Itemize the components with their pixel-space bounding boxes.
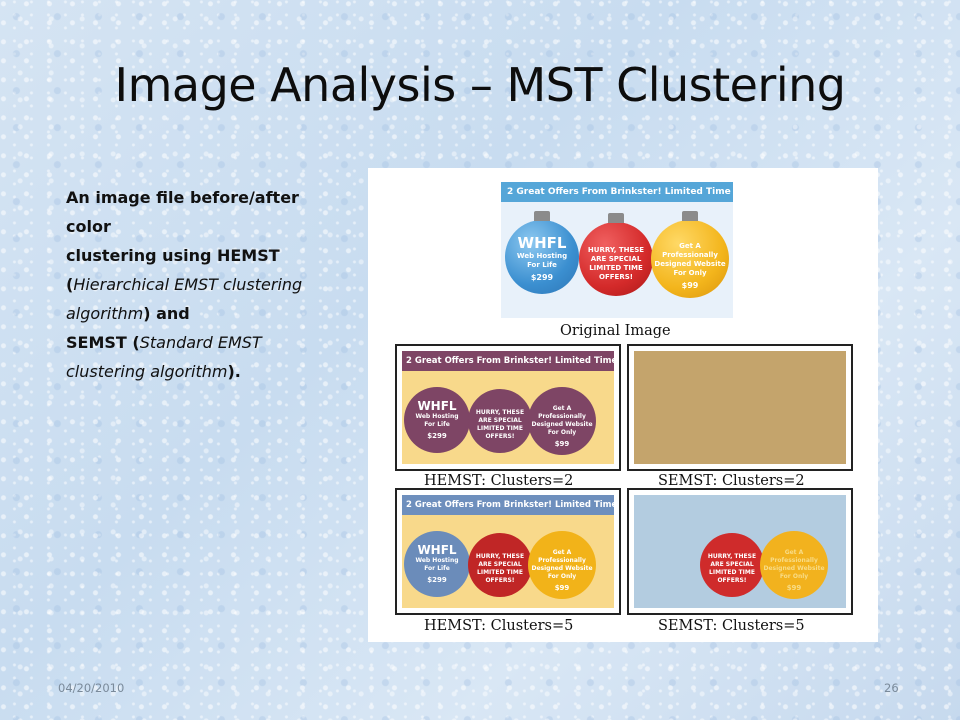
ornament-cap — [682, 211, 698, 221]
ornament-line: HURRY, THESE — [587, 246, 645, 254]
caption-semst-2: SEMST: Clusters=2 — [658, 473, 805, 489]
ornament-line: Designed Website — [763, 565, 825, 572]
ornament-line: ARE SPECIAL — [710, 561, 754, 568]
hemst-2-panel: 2 Great Offers From Brinkster! Limited T… — [395, 344, 621, 471]
ornament-price: $99 — [681, 281, 699, 290]
hemst-tail: ) and — [143, 304, 190, 323]
original-image: 2 Great Offers From Brinkster! Limited T… — [501, 182, 733, 318]
blue-ornament: WHFL Web Hosting For Life $299 — [505, 211, 579, 294]
ornament-price: $299 — [427, 432, 447, 440]
ornament-line: Web Hosting — [415, 413, 459, 420]
hemst-5-panel: 2 Great Offers From Brinkster! Limited T… — [395, 488, 621, 615]
ornament-line: ARE SPECIAL — [478, 417, 522, 424]
panel-banner: 2 Great Offers From Brinkster! Limited T… — [402, 351, 614, 371]
red-cluster: HURRY, THESE ARE SPECIAL LIMITED TIME OF… — [468, 533, 532, 597]
ornament-line: Get A Professionally — [538, 549, 586, 564]
caption-semst-5: SEMST: Clusters=5 — [658, 618, 805, 634]
yellow-cluster: Get A Professionally Designed Website Fo… — [528, 531, 596, 599]
body-text: An image file before/after color cluster… — [66, 183, 336, 386]
ornament-line: Get A Professionally — [770, 549, 818, 564]
red-ornament: HURRY, THESE ARE SPECIAL LIMITED TIME OF… — [579, 213, 653, 296]
original-banner: 2 Great Offers From Brinkster! Limited T… — [501, 182, 733, 202]
ornament-line: OFFERS! — [485, 577, 515, 584]
ornament-price: $299 — [530, 273, 554, 282]
purple-cluster-mid: HURRY, THESE ARE SPECIAL LIMITED TIME OF… — [468, 389, 532, 453]
ornament-price: $99 — [554, 584, 570, 592]
body-line-2: clustering using HEMST — [66, 246, 280, 265]
ornament-line: LIMITED TIME — [709, 569, 755, 576]
ornament-line: For Only — [547, 429, 577, 436]
ornament-big-text: WHFL — [517, 234, 567, 252]
ornament-line: LIMITED TIME — [477, 569, 523, 576]
semst-head: SEMST ( — [66, 333, 140, 352]
ornament-line: For Life — [527, 261, 557, 269]
ornament-line: For Life — [424, 565, 450, 572]
ornament-line: LIMITED TIME — [477, 425, 523, 432]
semst-2-panel — [627, 344, 853, 471]
ornament-line: LIMITED TIME — [589, 264, 643, 272]
ornament-price: $299 — [427, 576, 447, 584]
ornament-line: ARE SPECIAL — [478, 561, 522, 568]
ornament-cap — [534, 211, 550, 221]
yellow-cluster: Get A Professionally Designed Website Fo… — [760, 531, 828, 599]
body-line-1: An image file before/after color — [66, 188, 299, 236]
ornament-line: OFFERS! — [599, 273, 633, 281]
hemst-description: Hierarchical EMST clustering algorithm — [66, 275, 303, 323]
caption-hemst-2: HEMST: Clusters=2 — [424, 473, 574, 489]
clustering-figure: 2 Great Offers From Brinkster! Limited T… — [368, 168, 878, 642]
slide-title: Image Analysis – MST Clustering — [114, 58, 846, 112]
ornament-price: $99 — [554, 440, 570, 448]
semst-description: Standard EMST clustering algorithm — [66, 333, 262, 381]
footer-date: 04/20/2010 — [58, 681, 125, 695]
ornament-line: Designed Website — [531, 421, 593, 428]
red-cluster: HURRY, THESE ARE SPECIAL LIMITED TIME OF… — [700, 533, 764, 597]
tan-cluster-fill — [634, 351, 846, 464]
caption-hemst-5: HEMST: Clusters=5 — [424, 618, 574, 634]
ornament-line: Web Hosting — [516, 252, 568, 260]
ornament-line: OFFERS! — [485, 433, 515, 440]
ornament-line: Designed Website — [531, 565, 593, 572]
yellow-ornament: Get A Professionally Designed Website Fo… — [651, 211, 729, 298]
semst-5-panel: HURRY, THESE ARE SPECIAL LIMITED TIME OF… — [627, 488, 853, 615]
ornament-line: Get A Professionally — [538, 405, 586, 420]
ornament-line: For Only — [779, 573, 809, 580]
paren-open: ( — [66, 275, 74, 294]
purple-cluster-left: WHFL Web Hosting For Life $299 — [404, 387, 470, 453]
ornament-line: Web Hosting — [415, 557, 459, 564]
ornament-big-text: WHFL — [417, 543, 457, 557]
caption-original: Original Image — [560, 323, 671, 339]
ornament-big-text: WHFL — [417, 399, 457, 413]
ornament-line: HURRY, THESE — [707, 553, 757, 560]
panel-banner: 2 Great Offers From Brinkster! Limited T… — [402, 495, 614, 515]
ornament-line: HURRY, THESE — [475, 553, 525, 560]
ornament-line: For Only — [547, 573, 577, 580]
ornament-line: Designed Website — [654, 260, 726, 268]
ornament-line: For Only — [673, 269, 707, 277]
ornament-cap — [608, 213, 624, 223]
ornament-line: HURRY, THESE — [475, 409, 525, 416]
purple-cluster-right: Get A Professionally Designed Website Fo… — [528, 387, 596, 455]
ornament-line: Get A Professionally — [662, 242, 718, 259]
ornament-line: OFFERS! — [717, 577, 747, 584]
slide-number: 26 — [884, 681, 899, 695]
ornament-line: ARE SPECIAL — [590, 255, 642, 263]
blue-cluster: WHFL Web Hosting For Life $299 — [404, 531, 470, 597]
ornament-price: $99 — [786, 584, 802, 592]
ornament-line: For Life — [424, 421, 450, 428]
semst-tail: ). — [227, 362, 241, 381]
